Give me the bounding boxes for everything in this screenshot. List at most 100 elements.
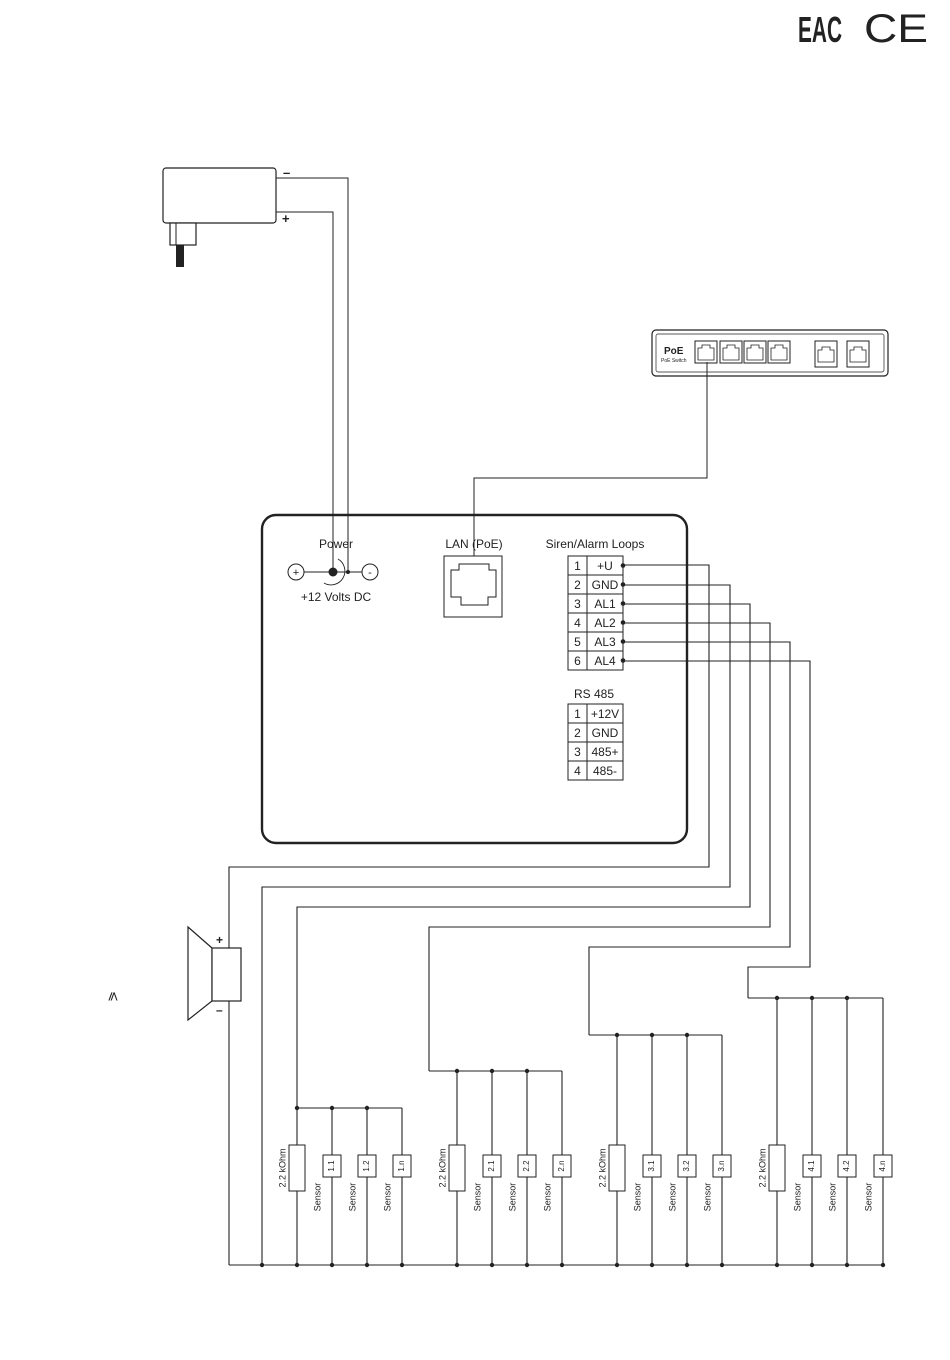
power-voltage: +12 Volts DC bbox=[301, 590, 372, 604]
sensor-box bbox=[873, 1154, 893, 1178]
sensor-box bbox=[517, 1154, 537, 1178]
resistor-label: 2.2 kOhm bbox=[757, 1148, 767, 1187]
sensor-label: Sensor bbox=[347, 1183, 357, 1212]
rs485-row: 1 +12V bbox=[567, 703, 624, 724]
rs485-label: +12V bbox=[591, 707, 619, 721]
wire-al4 bbox=[623, 660, 811, 998]
sensor-label: Sensor bbox=[472, 1183, 482, 1212]
resistor-label: 2.2 kOhm bbox=[597, 1148, 607, 1187]
sensor-box bbox=[322, 1154, 342, 1178]
lan-port: LAN (PoE) bbox=[443, 537, 503, 618]
sensor-id: 2.n bbox=[557, 1160, 566, 1171]
wire-al1 bbox=[296, 603, 751, 1108]
adapter-minus-label: – bbox=[283, 165, 290, 180]
siren-alarm-number: 6 bbox=[574, 654, 581, 668]
sensor-id: 4.1 bbox=[807, 1160, 816, 1172]
siren-alarm-number: 5 bbox=[574, 635, 581, 649]
resistor bbox=[288, 1144, 306, 1192]
sensor-label: Sensor bbox=[863, 1183, 873, 1212]
siren-plus-label: + bbox=[216, 933, 223, 947]
siren-alarm-row: 3 AL1 bbox=[567, 593, 626, 614]
lan-cable bbox=[473, 362, 708, 597]
rs485-number: 3 bbox=[574, 745, 581, 759]
rs485-label: 485- bbox=[593, 764, 617, 778]
lan-title: LAN (PoE) bbox=[445, 537, 502, 551]
wire-gnd bbox=[261, 584, 731, 1265]
controller-board bbox=[260, 513, 689, 845]
sensor-box bbox=[482, 1154, 502, 1178]
siren-alarm-title: Siren/Alarm Loops bbox=[546, 537, 645, 551]
sensor-id: 1.n bbox=[397, 1160, 406, 1171]
siren-alarm-number: 3 bbox=[574, 597, 581, 611]
rs485-number: 4 bbox=[574, 764, 581, 778]
sensor-id: 4.n bbox=[878, 1160, 887, 1171]
resistor bbox=[768, 1144, 786, 1192]
sensor-box bbox=[677, 1154, 697, 1178]
wire-plus-u bbox=[228, 564, 710, 948]
adapter-plus-label: + bbox=[282, 211, 290, 226]
siren-alarm-number: 2 bbox=[574, 578, 581, 592]
sensor-label: Sensor bbox=[382, 1183, 392, 1212]
sensor-label: Sensor bbox=[702, 1183, 712, 1212]
sensor-label: Sensor bbox=[827, 1183, 837, 1212]
siren-alarm-label: AL2 bbox=[594, 616, 616, 630]
sensor-box bbox=[392, 1154, 412, 1178]
sensor-box bbox=[712, 1154, 732, 1178]
siren-alarm-row: 1+U bbox=[567, 555, 626, 576]
sensor-label: Sensor bbox=[507, 1183, 517, 1212]
sensor-label: Sensor bbox=[312, 1183, 322, 1212]
sensor-label: Sensor bbox=[792, 1183, 802, 1212]
siren-speaker: + – bbox=[187, 925, 242, 1022]
sensor-box bbox=[802, 1154, 822, 1178]
poe-switch-subtitle: PoE Switch bbox=[661, 358, 687, 364]
rs485-label: GND bbox=[592, 726, 619, 740]
sensor-label: Sensor bbox=[632, 1183, 642, 1212]
poe-switch-port-icon bbox=[694, 340, 870, 368]
sensor-label: Sensor bbox=[667, 1183, 677, 1212]
sensor-box bbox=[837, 1154, 857, 1178]
siren-alarm-terminal: Siren/Alarm Loops 1+U 2 GND 3 AL1 4 AL2 5 AL3 6 AL… bbox=[546, 537, 645, 671]
sensor-id: 3.2 bbox=[682, 1160, 691, 1172]
power-adapter: – + bbox=[162, 165, 290, 267]
ce-mark: CE bbox=[864, 7, 928, 51]
sensor-box bbox=[642, 1154, 662, 1178]
siren-side-mark: ⩽ bbox=[107, 991, 122, 1002]
sensor-id: 1.2 bbox=[362, 1160, 371, 1172]
sensor-id: 2.1 bbox=[487, 1160, 496, 1172]
resistor bbox=[608, 1144, 626, 1192]
sensor-id: 4.2 bbox=[842, 1160, 851, 1172]
sensor-id: 3.n bbox=[717, 1160, 726, 1171]
rs485-row: 2 GND bbox=[567, 722, 624, 743]
siren-alarm-label: +U bbox=[597, 559, 613, 573]
rs485-row: 4 485- bbox=[567, 760, 624, 781]
siren-minus-label: – bbox=[216, 1003, 223, 1017]
sensor-box bbox=[552, 1154, 572, 1178]
resistor-label: 2.2 kOhm bbox=[437, 1148, 447, 1187]
power-wire-plus bbox=[276, 211, 334, 572]
power-minus-symbol: - bbox=[368, 567, 372, 579]
siren-alarm-label: AL3 bbox=[594, 635, 616, 649]
siren-alarm-row: 2 GND bbox=[567, 574, 626, 595]
siren-alarm-label: AL4 bbox=[594, 654, 616, 668]
rs485-title: RS 485 bbox=[574, 687, 614, 701]
rs485-number: 2 bbox=[574, 726, 581, 740]
alarm-loop-wiring bbox=[228, 564, 883, 1268]
siren-alarm-label: AL1 bbox=[594, 597, 616, 611]
power-plus-symbol: + bbox=[293, 567, 299, 579]
sensor-id: 1.1 bbox=[327, 1160, 336, 1172]
rs485-number: 1 bbox=[574, 707, 581, 721]
sensor-id: 3.1 bbox=[647, 1160, 656, 1172]
power-title: Power bbox=[319, 537, 353, 551]
sensor-label: Sensor bbox=[542, 1183, 552, 1212]
siren-alarm-number: 4 bbox=[574, 616, 581, 630]
wire-al2 bbox=[428, 622, 771, 1071]
siren-alarm-label: GND bbox=[592, 578, 619, 592]
